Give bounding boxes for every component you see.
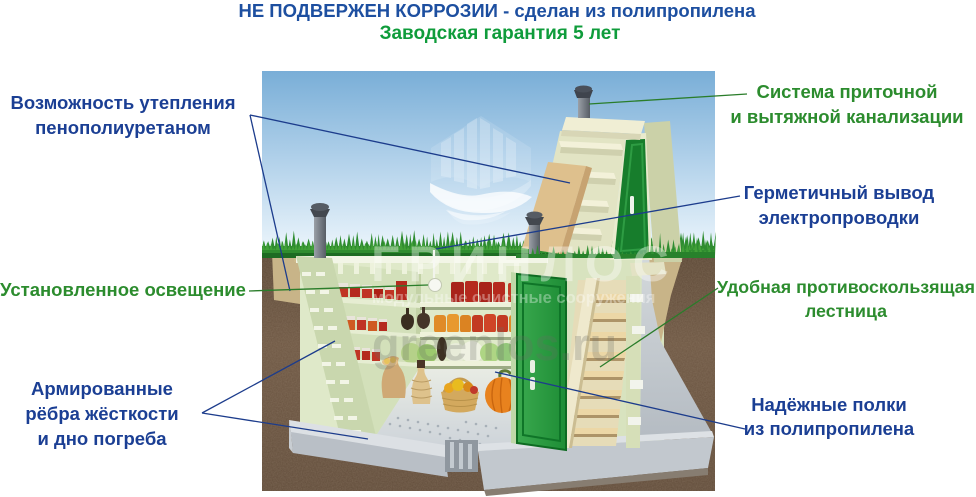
svg-text:модульные очистные сооружения: модульные очистные сооружения [372,289,655,307]
svg-text:greenlos.ru: greenlos.ru [372,319,617,370]
svg-text:ГРИНЛОС: ГРИНЛОС [371,236,678,292]
